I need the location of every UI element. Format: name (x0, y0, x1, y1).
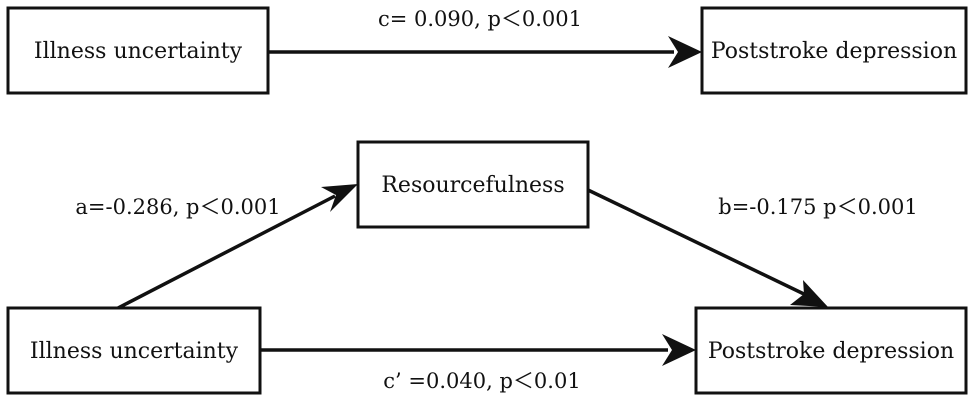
edge-a-line (117, 194, 336, 310)
node-mediator-resourcefulness-label: Resourcefulness (381, 173, 564, 198)
edge-a-arrowhead (321, 184, 358, 212)
edge-b (587, 188, 828, 307)
node-top-poststroke-depression-label: Poststroke depression (711, 39, 957, 64)
edge-c-prime (260, 334, 696, 366)
node-top-illness-uncertainty: Illness uncertainty (6, 6, 270, 95)
node-bottom-illness-uncertainty-label: Illness uncertainty (30, 339, 239, 364)
edge-b-line (587, 188, 807, 297)
edge-a (117, 184, 358, 310)
edge-top-c (268, 36, 702, 68)
node-top-illness-uncertainty-label: Illness uncertainty (34, 39, 243, 64)
edge-b-label: b=-0.175 p＜0.001 (718, 195, 918, 219)
edge-c-prime-arrowhead (662, 334, 696, 366)
node-mediator-resourcefulness: Resourcefulness (356, 140, 590, 229)
node-top-poststroke-depression: Poststroke depression (700, 6, 968, 95)
edge-b-arrowhead (790, 280, 828, 307)
node-bottom-illness-uncertainty: Illness uncertainty (6, 306, 262, 395)
node-bottom-poststroke-depression: Poststroke depression (694, 306, 968, 395)
edge-a-label: a=-0.286, p＜0.001 (75, 195, 280, 219)
edge-top-c-label: c= 0.090, p＜0.001 (378, 7, 582, 31)
edge-c-prime-label: c’ =0.040, p＜0.01 (383, 369, 580, 393)
edge-top-c-arrowhead (668, 36, 702, 68)
node-bottom-poststroke-depression-label: Poststroke depression (708, 339, 954, 364)
